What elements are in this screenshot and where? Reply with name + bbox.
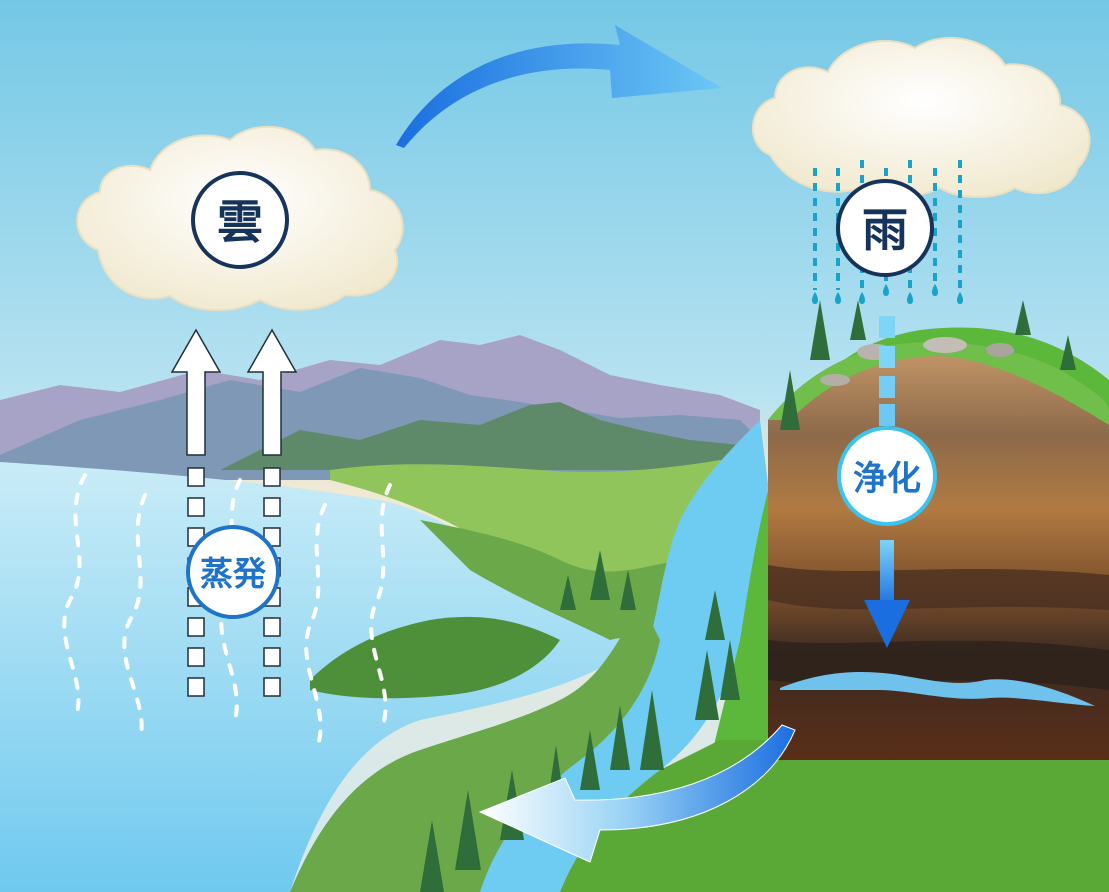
evaporation-label-badge: 蒸発 [186,525,280,619]
rain-label-badge: 雨 [836,179,934,277]
purification-label: 浄化 [853,459,921,499]
cloud-label: 雲 [217,195,263,249]
evaporation-label: 蒸発 [200,554,267,593]
meadow [560,740,1109,892]
purification-label-badge: 浄化 [837,426,937,526]
river [460,420,770,892]
return-flow-arrow [478,724,796,863]
rain-label: 雨 [862,203,908,257]
hillside [290,600,660,892]
soil-cross-section [768,337,1109,760]
rain-drops [812,284,963,304]
groundwater [780,672,1095,706]
cloud-label-badge: 雲 [191,171,289,269]
cloud-movement-arrow [396,25,722,148]
evaporation-vapor-lines [62,473,392,747]
infiltration-arrow [864,316,910,648]
